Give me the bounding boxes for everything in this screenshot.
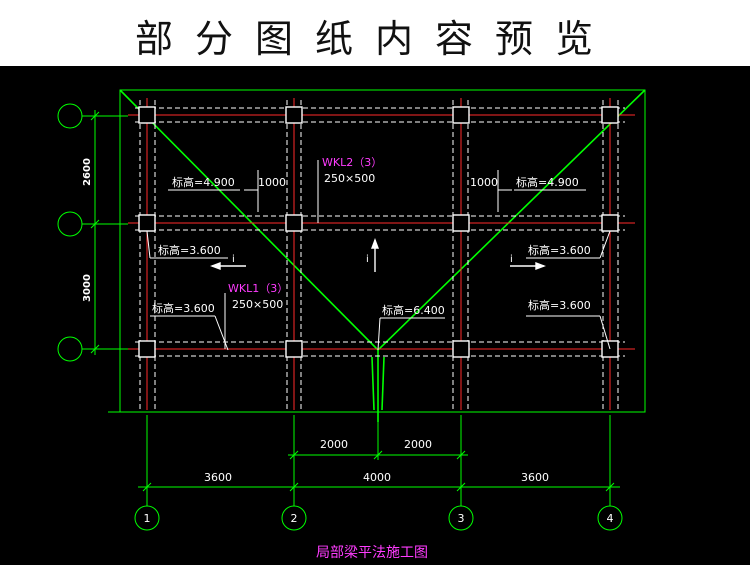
- ridge-lines: [119, 89, 646, 422]
- elevation-low-right: 标高=3.600: [528, 298, 591, 312]
- elevation-low-left: 标高=3.600: [152, 301, 215, 315]
- dim-bay-1: 3600: [204, 471, 232, 484]
- axis-number-2: 2: [291, 512, 298, 525]
- beam-wkl1-name: WKL1（3）: [228, 282, 288, 295]
- dim-mid-left: 2000: [320, 438, 348, 451]
- axis-number-4: 4: [607, 512, 614, 525]
- bottom-dimension-lines: [138, 415, 620, 506]
- row-axis-bubbles: [57, 103, 128, 362]
- cad-drawing-svg: 2600 3000 1 2 3 4 2000 2000 3600 4000 36…: [57, 89, 646, 561]
- slope-mark-center: i: [366, 254, 369, 265]
- outer-frame: [108, 89, 646, 413]
- elevation-mid-right: 标高=3.600: [528, 243, 591, 257]
- dim-left-top: 2600: [82, 158, 93, 186]
- slope-mark-left: i: [232, 254, 235, 265]
- axis-number-3: 3: [458, 512, 465, 525]
- dim-bay-2: 4000: [363, 471, 391, 484]
- columns: [138, 106, 619, 358]
- column-axis-bubbles: [134, 505, 623, 531]
- drawing-caption: 局部梁平法施工图: [316, 545, 428, 561]
- beam-wkl2-name: WKL2（3）: [322, 156, 382, 169]
- beam-dashed-outlines: [135, 100, 625, 410]
- axis-lines-red: [128, 98, 635, 410]
- elevation-top-left: 标高=4.900: [172, 175, 235, 189]
- dim-stub-right: 1000: [470, 176, 498, 189]
- cad-drawing-canvas: 2600 3000 1 2 3 4 2000 2000 3600 4000 36…: [0, 66, 750, 565]
- elevation-mid-left: 标高=3.600: [158, 243, 221, 257]
- elevation-ridge: 标高=6.400: [382, 303, 445, 317]
- axis-number-1: 1: [144, 512, 151, 525]
- dim-mid-right: 2000: [404, 438, 432, 451]
- beam-wkl1-size: 250×500: [232, 298, 283, 311]
- dim-bay-3: 3600: [521, 471, 549, 484]
- preview-header: 部分图纸内容预览: [0, 0, 750, 66]
- header-title: 部分图纸内容预览: [134, 17, 615, 61]
- slope-mark-right: i: [510, 254, 513, 265]
- elevation-top-right: 标高=4.900: [516, 175, 579, 189]
- slope-arrows: [210, 238, 546, 272]
- beam-wkl2-size: 250×500: [324, 172, 375, 185]
- dim-stub-left: 1000: [258, 176, 286, 189]
- leader-lines: [146, 160, 611, 351]
- dim-left-bottom: 3000: [82, 274, 93, 302]
